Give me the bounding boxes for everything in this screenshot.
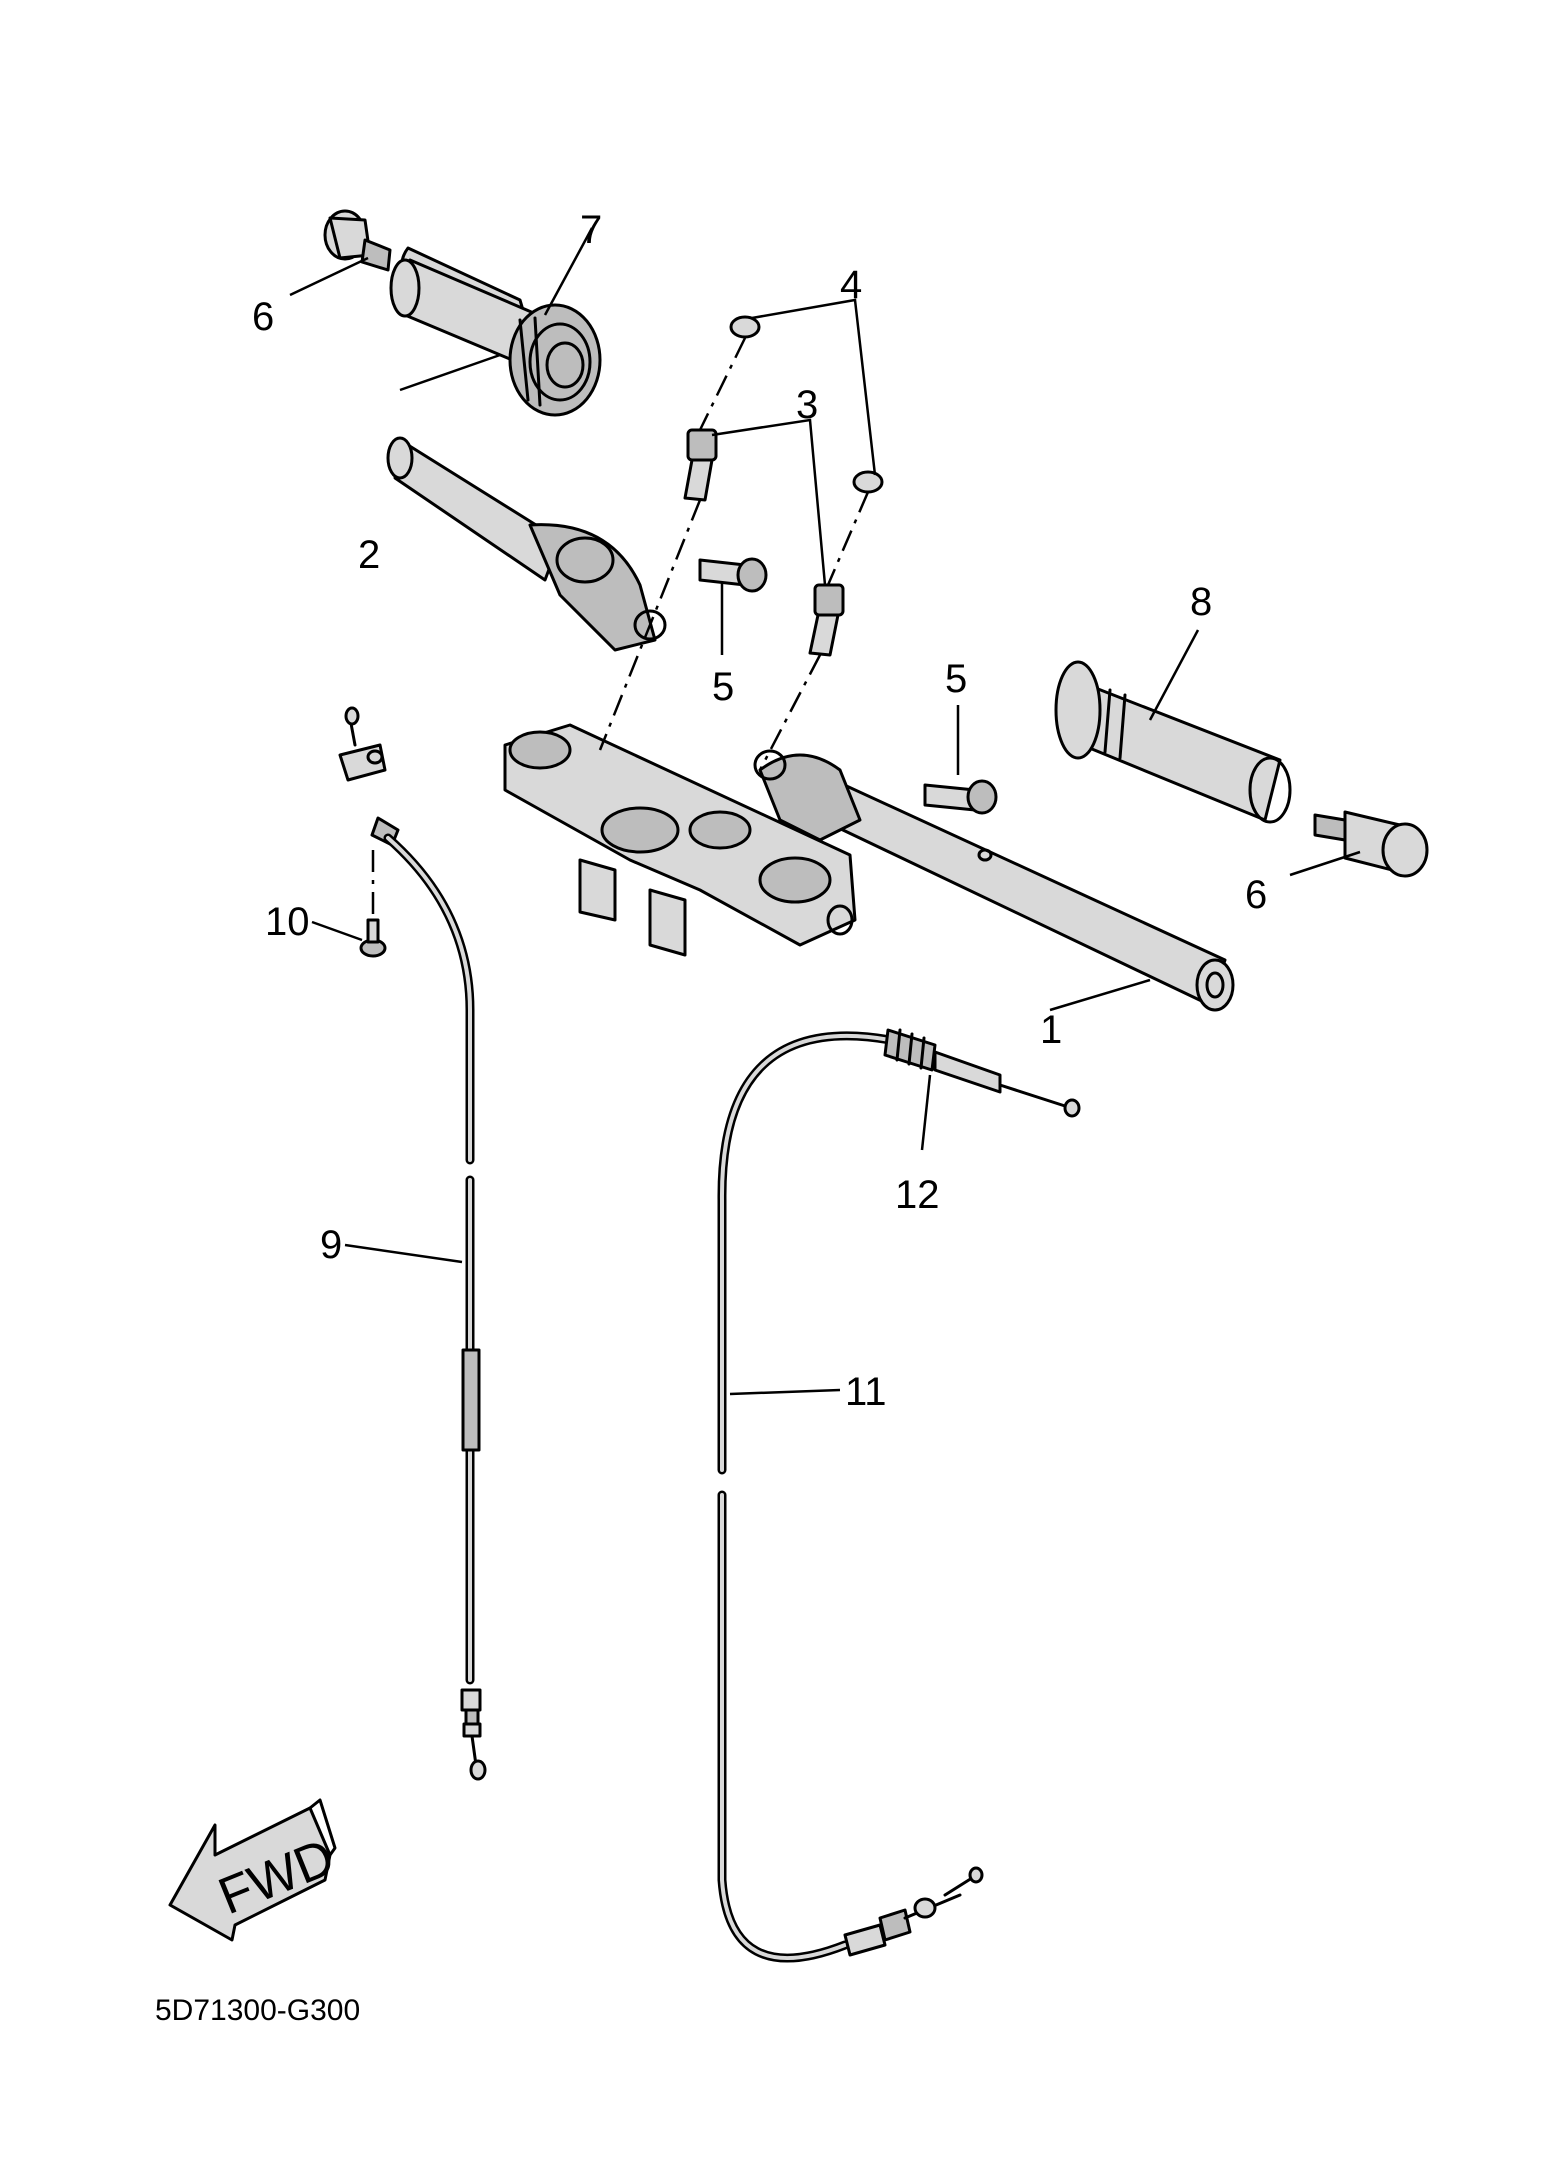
part-screw-10[interactable] [359,918,387,958]
fwd-arrow: FWD [168,1798,342,1942]
part-clutch-cable[interactable] [717,1031,984,1963]
part-throttle-grip[interactable] [389,246,602,417]
part-triple-clamp [503,723,857,957]
part-right-handlebar[interactable] [753,749,1235,1012]
callout-11: 11 [845,1370,887,1414]
part-right-grip[interactable] [1054,660,1292,824]
part-cable-adjuster[interactable] [883,1028,1081,1118]
part-left-handlebar[interactable] [386,436,667,652]
callout-2: 2 [358,533,380,577]
callout-8: 8 [1190,580,1212,624]
callout-5b: 5 [945,657,967,701]
part-bar-end-left[interactable] [323,209,392,272]
part-throttle-cable[interactable] [338,706,487,1781]
callout-1: 1 [1040,1008,1062,1052]
callout-6a: 6 [252,295,274,339]
callout-3: 3 [796,383,818,427]
callout-10: 10 [265,900,310,944]
callout-12: 12 [895,1173,940,1217]
assembly-lines [371,337,870,918]
part-bolt-5a[interactable] [698,557,768,593]
callout-labels: 1 2 3 4 5 5 6 6 7 8 9 10 11 12 [252,208,1267,1414]
part-bar-end-right[interactable] [1313,810,1429,878]
callout-7: 7 [580,208,602,252]
part-bolt-3b[interactable] [808,583,845,657]
part-cap-4a[interactable] [729,315,761,339]
callout-5a: 5 [712,665,734,709]
diagram-code: 5D71300-G300 [155,1994,360,2027]
callout-9: 9 [320,1223,342,1267]
part-cap-4b[interactable] [852,470,884,494]
part-bolt-5b[interactable] [923,779,998,815]
callout-4: 4 [840,263,862,307]
part-bolt-3a[interactable] [683,428,718,502]
leader-lines [289,227,1361,1396]
callout-6b: 6 [1245,873,1267,917]
